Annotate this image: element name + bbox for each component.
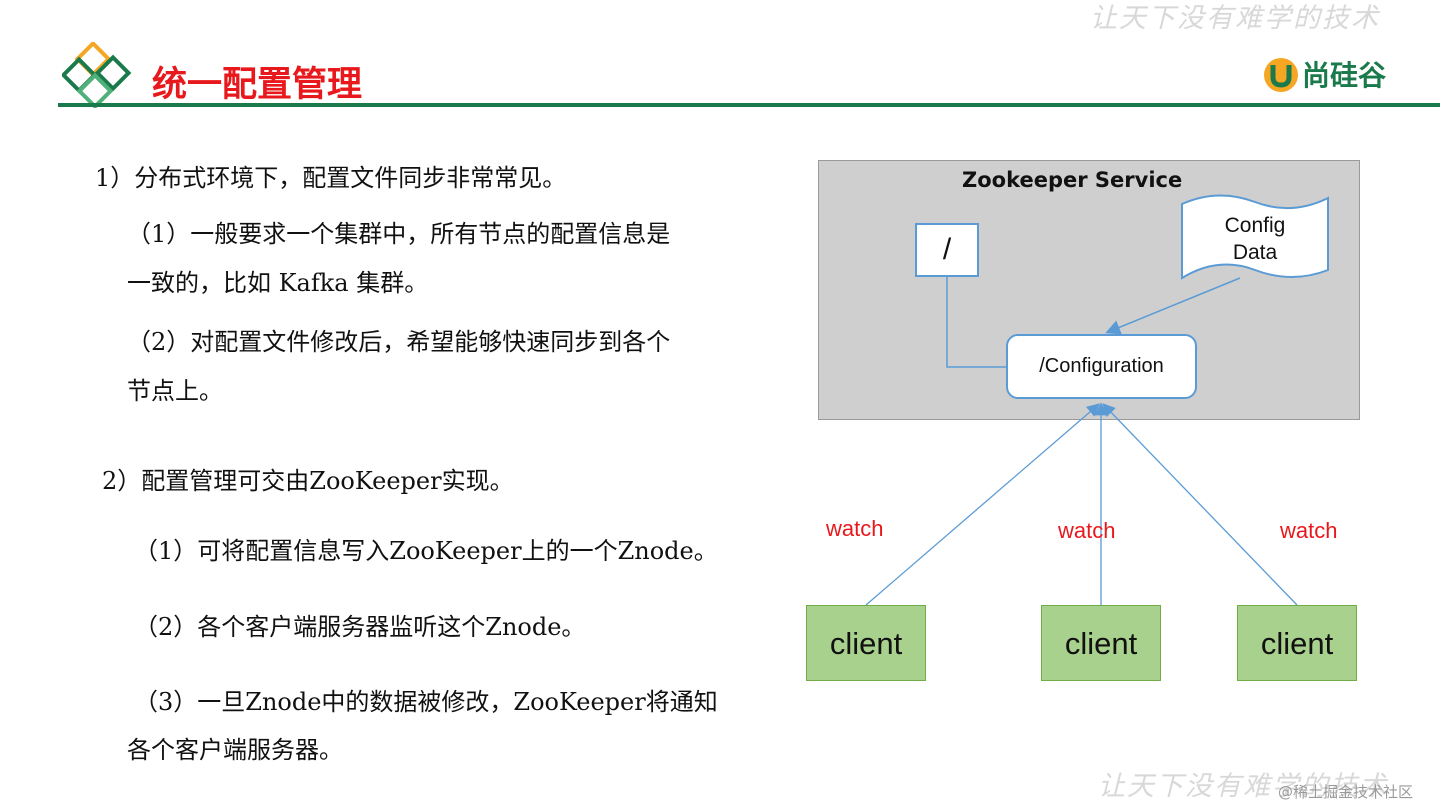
brand-name: 尚硅谷 <box>1302 59 1387 92</box>
config-data-document-icon <box>1181 194 1329 280</box>
znode-root: / <box>915 223 979 277</box>
config-data-line2: Data <box>1232 241 1278 264</box>
point-1: 1）分布式环境下，配置文件同步非常常见。 <box>95 164 567 192</box>
point-2-1: （1）可将配置信息写入ZooKeeper上的一个Znode。 <box>134 537 718 565</box>
client-box-2: client <box>1041 605 1161 681</box>
point-2: 2）配置管理可交由ZooKeeper实现。 <box>102 467 514 495</box>
logo-diamonds-icon <box>62 42 132 108</box>
title-divider <box>58 103 1440 107</box>
point-2-2: （2）各个客户端服务器监听这个Znode。 <box>134 613 586 641</box>
point-1-1-line1: （1）一般要求一个集群中，所有节点的配置信息是 <box>127 220 671 248</box>
point-1-2-line2: 节点上。 <box>127 377 223 405</box>
client-box-3: client <box>1237 605 1357 681</box>
point-2-3-line2: 各个客户端服务器。 <box>127 736 343 764</box>
slogan-watermark-bottom: 让天下没有难学的技术 <box>1098 771 1388 802</box>
service-title: Zookeeper Service <box>962 168 1183 192</box>
watch-label-2: watch <box>1058 518 1116 543</box>
point-1-1-line2: 一致的，比如 Kafka 集群。 <box>127 269 429 297</box>
credit-watermark: @稀土掘金技术社区 <box>1278 783 1414 801</box>
point-1-2-line1: （2）对配置文件修改后，希望能够快速同步到各个 <box>127 328 671 356</box>
watch-label-3: watch <box>1280 518 1338 543</box>
config-data-line1: Config <box>1224 214 1286 237</box>
page-title: 统一配置管理 <box>152 65 363 105</box>
znode-configuration: /Configuration <box>1006 334 1197 399</box>
watch-label-1: watch <box>826 516 884 541</box>
brand-logo-icon <box>1264 58 1298 92</box>
config-data-label: Config Data <box>1184 212 1326 266</box>
slogan-watermark-top: 让天下没有难学的技术 <box>1090 3 1380 34</box>
point-2-3-line1: （3）一旦Znode中的数据被修改，ZooKeeper将通知 <box>134 688 718 716</box>
client-box-1: client <box>806 605 926 681</box>
